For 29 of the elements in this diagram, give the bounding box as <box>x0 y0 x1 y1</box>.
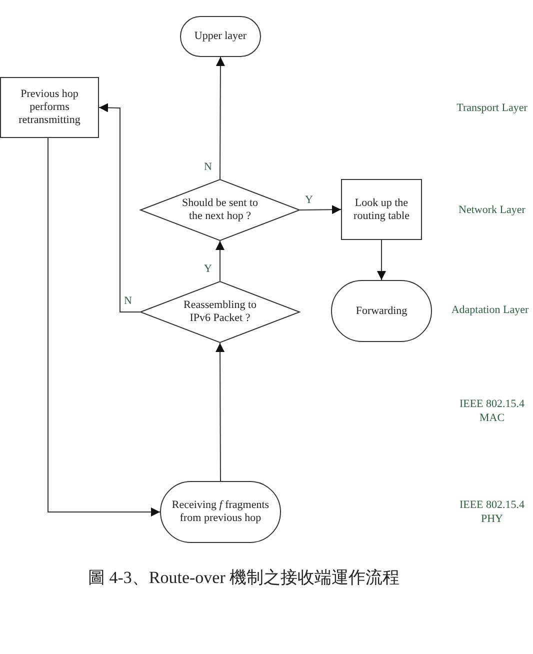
arrow <box>216 56 225 180</box>
edge-label: Y <box>305 194 313 206</box>
layer-label: IEEE 802.15.4 MAC <box>458 397 526 425</box>
node-text: Upper layer <box>194 30 247 43</box>
node-text: Look up the routing table <box>352 196 410 222</box>
node-text: Forwarding <box>356 304 408 318</box>
node-text: Should be sent to the next hop ? <box>180 197 260 223</box>
figure-caption: 圖 4-3、Route-over 機制之接收端運作流程 <box>88 567 400 589</box>
arrow <box>216 240 224 282</box>
terminal-shape <box>180 16 261 57</box>
node-text: Reassembling to IPv6 Packet ? <box>182 299 258 325</box>
arrow <box>48 138 160 516</box>
process-box <box>341 179 422 240</box>
layer-label: Transport Layer <box>456 101 528 115</box>
edge-label: Y <box>204 263 212 275</box>
layer-label: Adaptation Layer <box>450 303 530 317</box>
arrow <box>216 342 225 482</box>
decision-diamond <box>140 179 300 241</box>
node-text: Previous hop performs retransmitting <box>18 88 82 127</box>
decision-diamond <box>140 281 300 343</box>
process-box <box>0 77 99 138</box>
arrow <box>377 240 386 280</box>
layer-label: IEEE 802.15.4 PHY <box>458 498 526 526</box>
arrow <box>98 103 140 312</box>
edge-label: N <box>124 295 132 307</box>
arrow <box>300 205 342 214</box>
node-text: Receiving f fragments from previous hop <box>170 499 270 525</box>
edge-label: N <box>204 161 212 173</box>
layer-label: Network Layer <box>458 203 526 217</box>
